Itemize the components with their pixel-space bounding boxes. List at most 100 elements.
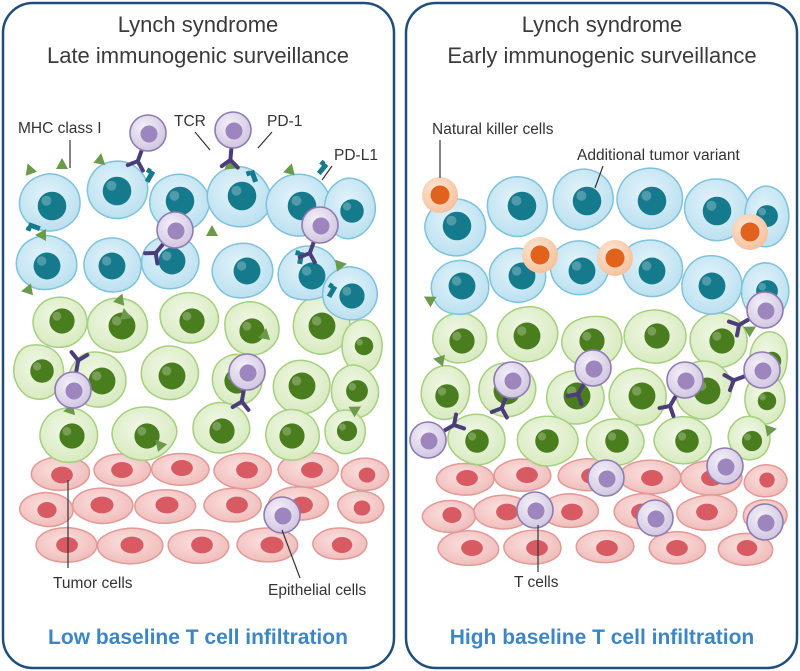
t-cell-nucleus (677, 372, 695, 390)
left-title-line1: Lynch syndrome (118, 12, 279, 37)
pink-tissue-cell (236, 527, 299, 563)
pink-tissue-cell (312, 527, 368, 561)
blue-cell-highlight (451, 276, 462, 286)
pink-tissue-cell (18, 491, 74, 528)
green-cell-nucleus (30, 359, 54, 383)
mhc-triangle (93, 153, 106, 165)
pink-cell-nucleus (456, 470, 478, 486)
t-cell (214, 111, 252, 170)
green-tissue-cell (653, 415, 712, 465)
label-t-cells: T cells (514, 574, 559, 591)
blue-tissue-cell (621, 239, 684, 298)
t-cell (706, 447, 744, 485)
blue-tissue-cell (681, 255, 743, 315)
pink-cell-nucleus (736, 540, 758, 556)
pd-l1-stem (249, 169, 259, 183)
green-cell-highlight (161, 366, 172, 376)
t-cell (722, 351, 781, 393)
blue-tissue-cell (424, 198, 487, 257)
t-cell-nucleus (757, 514, 775, 532)
pink-tissue-cell (150, 452, 210, 487)
nk-cell-nucleus (605, 248, 625, 268)
blue-cell-highlight (101, 256, 112, 266)
green-tissue-cell (192, 401, 251, 454)
green-cell-highlight (537, 432, 547, 441)
blue-tissue-cell (86, 160, 149, 220)
right-title-line2: Early immunogenic surveillance (447, 43, 756, 68)
green-tissue-cell (516, 415, 579, 467)
t-cell (657, 361, 704, 419)
pd-l1-molecule (326, 282, 338, 298)
blue-cell-nucleus (158, 247, 186, 275)
tcr-stem (73, 358, 81, 376)
tcr-arm (307, 251, 317, 265)
pink-tissue-cell (35, 526, 98, 563)
green-tissue-cell (330, 364, 380, 419)
pink-tissue-cell (676, 494, 738, 531)
green-cell-highlight (607, 432, 617, 441)
pink-tissue-cell (437, 530, 500, 567)
mhc-triangle (423, 296, 437, 308)
pink-tissue-cell (277, 452, 340, 489)
green-tissue-cell (86, 297, 149, 353)
green-cell-nucleus (308, 312, 336, 340)
tcr-arm (135, 159, 145, 173)
blue-cell-nucleus (98, 252, 126, 280)
green-cell-highlight (338, 423, 347, 431)
green-tissue-cell (224, 301, 280, 356)
tcr-stem (228, 144, 234, 162)
green-cell-nucleus (288, 372, 316, 400)
pink-tissue-cell (743, 464, 788, 498)
pink-cell-nucleus (226, 496, 248, 514)
mhc-triangle (433, 354, 445, 367)
t-cell-nucleus (504, 372, 522, 390)
green-cell-nucleus (88, 367, 116, 395)
blue-cell-highlight (342, 286, 352, 296)
green-tissue-cell (420, 364, 471, 421)
t-cell (587, 459, 625, 497)
green-cell-highlight (516, 326, 527, 336)
pd-l1-molecule (144, 167, 156, 183)
mhc-class-i-molecule (348, 406, 362, 418)
green-cell-highlight (582, 331, 592, 341)
blue-cell-nucleus (298, 262, 326, 290)
green-cell-highlight (311, 316, 322, 326)
green-cell-nucleus (209, 418, 235, 444)
green-cell-nucleus (449, 328, 475, 354)
mhc-class-i-molecule (112, 293, 125, 306)
blue-tissue-cell (616, 167, 684, 230)
pink-cell-nucleus (51, 466, 73, 484)
pink-tissue-cell (167, 528, 230, 565)
green-tissue-cell (265, 408, 320, 461)
mhc-class-i-molecule (335, 259, 347, 272)
pd-l1-molecule (245, 169, 259, 183)
mhc-triangle (258, 328, 271, 340)
pd-l1-arm (145, 167, 152, 174)
green-cell-highlight (182, 311, 192, 321)
leader-line (194, 131, 211, 151)
pink-cell-nucleus (516, 467, 538, 483)
green-cell-highlight (282, 426, 292, 436)
pink-tissue-cell (717, 532, 774, 567)
pink-tissue-cell (134, 489, 197, 525)
tcr-arm (499, 406, 509, 420)
pink-tissue-cell (473, 494, 532, 530)
pd-l1-molecule (316, 159, 329, 176)
mhc-triangle (335, 259, 347, 272)
blue-cell-highlight (511, 195, 522, 206)
leader-line (281, 529, 301, 579)
green-cell-highlight (32, 362, 42, 371)
mhc-triangle (119, 308, 132, 320)
green-tissue-cell (12, 344, 65, 400)
pd-l1-arm (319, 159, 326, 167)
mhc-triangle (56, 158, 68, 169)
pink-cell-nucleus (331, 537, 353, 553)
blue-tissue-cell (83, 237, 142, 293)
pink-cell-nucleus (666, 540, 688, 556)
pink-tissue-cell (435, 462, 495, 496)
tcr-arm (668, 403, 676, 419)
pink-tissue-cell (493, 458, 552, 492)
pink-tissue-cell (648, 531, 707, 565)
pink-tissue-cell (618, 459, 682, 495)
green-cell-highlight (437, 387, 447, 396)
